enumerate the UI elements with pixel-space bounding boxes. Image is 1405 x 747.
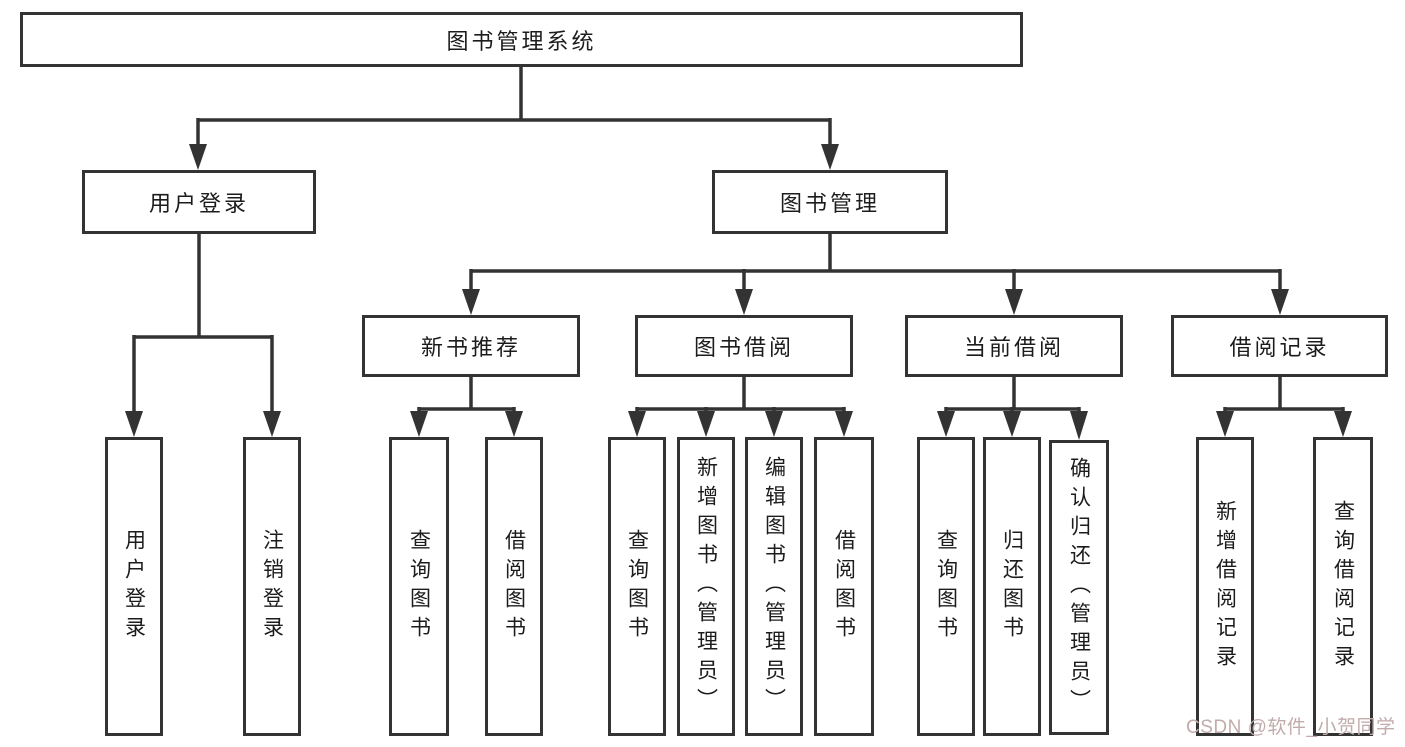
leaf-borrow-borrow-book: 借阅图书 xyxy=(814,437,874,736)
node-current-borrow: 当前借阅 xyxy=(905,315,1123,377)
leaf-user-login: 用户登录 xyxy=(105,437,163,736)
leaf-borrow-query-book: 查询图书 xyxy=(608,437,666,736)
node-borrow-record: 借阅记录 xyxy=(1171,315,1388,377)
node-book-management: 图书管理 xyxy=(712,170,948,234)
leaf-newbook-borrow-book: 借阅图书 xyxy=(485,437,543,736)
leaf-current-confirm-return-admin: 确认归还（管理员） xyxy=(1049,440,1109,735)
node-new-book-recommend: 新书推荐 xyxy=(362,315,580,377)
leaf-record-add-borrow-record: 新增借阅记录 xyxy=(1196,437,1254,736)
leaf-logout: 注销登录 xyxy=(243,437,301,736)
leaf-borrow-edit-book-admin: 编辑图书（管理员） xyxy=(745,437,803,736)
watermark-text: CSDN @软件_小贺同学 xyxy=(1186,717,1396,738)
node-book-borrow: 图书借阅 xyxy=(635,315,853,377)
node-root-system: 图书管理系统 xyxy=(20,12,1023,67)
leaf-newbook-query-book: 查询图书 xyxy=(389,437,449,736)
leaf-current-return-book: 归还图书 xyxy=(983,437,1041,736)
node-user-login-branch: 用户登录 xyxy=(82,170,316,234)
leaf-borrow-add-book-admin: 新增图书（管理员） xyxy=(677,437,735,736)
leaf-record-query-borrow-record: 查询借阅记录 xyxy=(1313,437,1373,736)
leaf-current-query-book: 查询图书 xyxy=(917,437,975,736)
